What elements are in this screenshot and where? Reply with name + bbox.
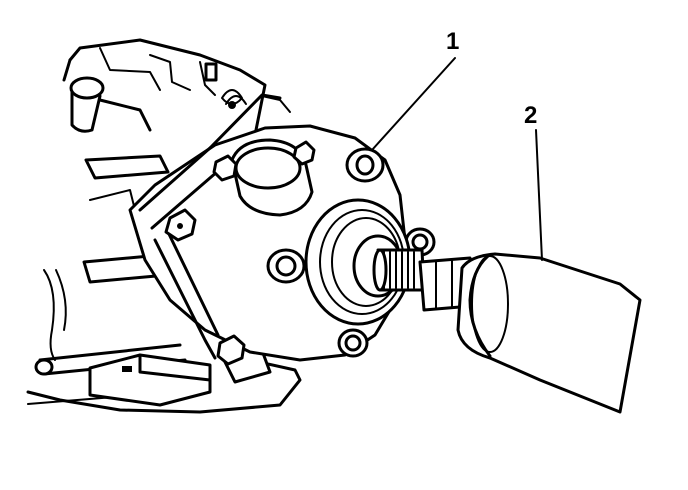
- pump-hub: [304, 198, 426, 326]
- callout-label-2: 2: [524, 102, 538, 129]
- callout-label-1: 1: [446, 28, 460, 55]
- seal-installer-tool: [418, 252, 642, 414]
- callout-leaders: [371, 57, 543, 261]
